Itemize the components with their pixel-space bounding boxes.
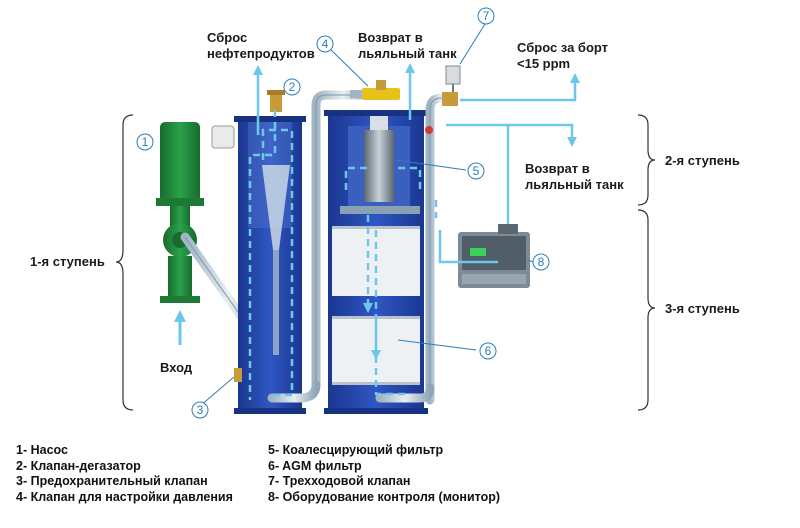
inlet-label: Вход bbox=[160, 360, 193, 375]
callout-4: 4 bbox=[316, 35, 334, 53]
callout-3: 3 bbox=[191, 401, 209, 419]
svg-text:3: 3 bbox=[197, 403, 204, 417]
connecting-pipes bbox=[267, 90, 457, 405]
svg-text:1: 1 bbox=[142, 135, 149, 149]
svg-text:6: 6 bbox=[485, 344, 492, 358]
svg-text:5: 5 bbox=[473, 164, 480, 178]
legend-item-4: 4- Клапан для настройки давления bbox=[16, 489, 233, 504]
overboard-label-line2: <15 ppm bbox=[517, 56, 570, 71]
callout-leaders bbox=[199, 23, 534, 407]
stage3-label: 3-я ступень bbox=[665, 301, 740, 316]
stage2-bracket bbox=[637, 114, 656, 206]
svg-text:2: 2 bbox=[289, 80, 296, 94]
legend-item-2: 2- Клапан-дегазатор bbox=[16, 458, 141, 473]
three-way-valve bbox=[425, 65, 461, 134]
stage2-label: 2-я ступень bbox=[665, 153, 740, 168]
callout-5: 5 bbox=[467, 162, 485, 180]
callout-6: 6 bbox=[479, 342, 497, 360]
return-top-label-line1: Возврат в bbox=[358, 30, 423, 45]
pump bbox=[156, 122, 204, 303]
stage1-label: 1-я ступень bbox=[30, 254, 105, 269]
oil-discharge-label-line2: нефтепродуктов bbox=[207, 46, 315, 61]
oil-discharge-label-line1: Сброс bbox=[207, 30, 247, 45]
callout-1: 1 bbox=[136, 133, 154, 151]
legend-left: 1- Насос 2- Клапан-дегазатор 3- Предохра… bbox=[16, 443, 233, 505]
svg-text:8: 8 bbox=[538, 255, 545, 269]
second-third-stage-tank bbox=[324, 110, 428, 414]
legend-item-6: 6- AGM фильтр bbox=[268, 458, 362, 473]
return-top-label-line2: льяльный танк bbox=[358, 46, 457, 61]
callout-2: 2 bbox=[283, 78, 301, 96]
stage1-bracket bbox=[115, 114, 134, 411]
legend-item-8: 8- Оборудование контроля (монитор) bbox=[268, 489, 501, 504]
legend-item-5: 5- Коалесцирующий фильтр bbox=[268, 443, 444, 457]
legend-right: 5- Коалесцирующий фильтр 6- AGM фильтр 7… bbox=[268, 443, 500, 505]
internal-flow-dashes bbox=[248, 110, 438, 400]
svg-text:4: 4 bbox=[322, 37, 329, 51]
legend-item-7: 7- Трехходовой клапан bbox=[268, 474, 411, 488]
return-right-label-line1: Возврат в bbox=[525, 161, 590, 176]
stage3-bracket bbox=[637, 209, 656, 411]
flow-arrows bbox=[253, 63, 580, 264]
return-right-label-line2: льяльный танк bbox=[525, 177, 624, 192]
legend-item-1: 1- Насос bbox=[16, 443, 68, 457]
overboard-label-line1: Сброс за борт bbox=[517, 40, 608, 55]
callout-7: 7 bbox=[477, 7, 495, 25]
oil-monitor bbox=[458, 224, 530, 288]
callout-8: 8 bbox=[532, 253, 550, 271]
svg-text:7: 7 bbox=[483, 9, 490, 23]
legend-item-3: 3- Предохранительный клапан bbox=[16, 474, 208, 488]
pressure-valve bbox=[350, 80, 400, 100]
